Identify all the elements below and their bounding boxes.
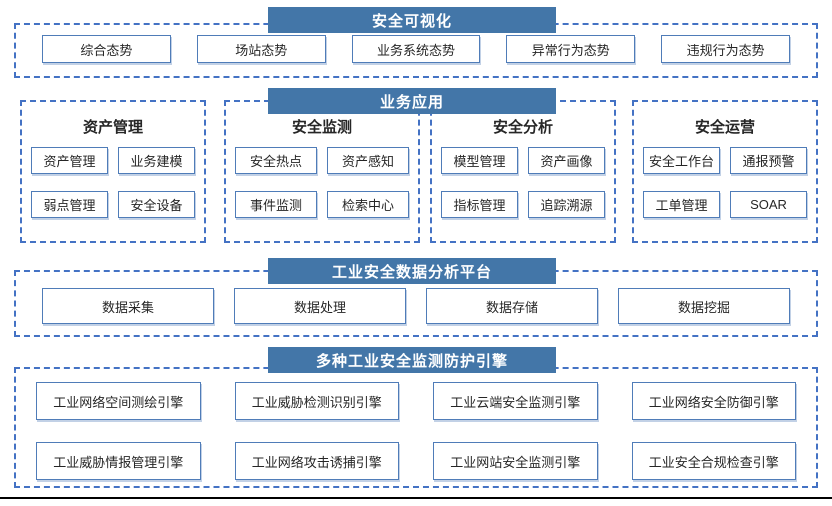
section-header-visualization: 安全可视化 [268, 7, 556, 33]
diagram-node: 模型管理 [441, 147, 518, 174]
group-nodes: 资产管理 业务建模 弱点管理 安全设备 [22, 137, 204, 218]
group-nodes: 模型管理 资产画像 指标管理 追踪溯源 [432, 137, 614, 218]
group-title: 资产管理 [82, 119, 143, 136]
diagram-node: 数据处理 [234, 288, 406, 324]
diagram-node: 资产画像 [528, 147, 605, 174]
diagram-node: 数据采集 [42, 288, 214, 324]
diagram-node: 工业网络攻击诱捕引擎 [234, 442, 399, 480]
diagram-node: 工单管理 [643, 191, 720, 218]
group-nodes: 安全热点 资产感知 事件监测 检索中心 [226, 137, 418, 218]
diagram-node: SOAR [730, 191, 807, 218]
diagram-node: 弱点管理 [31, 191, 108, 218]
diagram-node: 事件监测 [235, 191, 317, 218]
diagram-node: 工业网络空间测绘引擎 [36, 382, 201, 420]
bottom-divider [0, 497, 832, 499]
engines-container [14, 367, 818, 488]
visualization-nodes: 综合态势 场站态势 业务系统态势 异常行为态势 违规行为态势 [14, 23, 818, 78]
diagram-node: 安全热点 [235, 147, 317, 174]
diagram-node: 工业安全合规检查引擎 [631, 442, 796, 480]
section-header-engines: 多种工业安全监测防护引擎 [268, 347, 556, 373]
diagram-node: 工业威胁检测识别引擎 [234, 382, 399, 420]
diagram-node: 工业威胁情报管理引擎 [36, 442, 201, 480]
diagram-node: 安全工作台 [643, 147, 720, 174]
group-security-operations: 安全运营 安全工作台 通报预警 工单管理 SOAR [632, 100, 818, 243]
engine-nodes: 工业网络空间测绘引擎 工业威胁检测识别引擎 工业云端安全监测引擎 工业网络安全防… [14, 367, 818, 488]
group-security-analysis: 安全分析 模型管理 资产画像 指标管理 追踪溯源 [430, 100, 616, 243]
diagram-node: 工业网络安全防御引擎 [631, 382, 796, 420]
group-title: 安全分析 [492, 119, 553, 136]
diagram-node: 违规行为态势 [661, 35, 790, 63]
diagram-node: 资产感知 [327, 147, 409, 174]
section-header-data-platform: 工业安全数据分析平台 [268, 258, 556, 284]
group-title: 安全运营 [694, 119, 755, 136]
group-asset-management: 资产管理 资产管理 业务建模 弱点管理 安全设备 [20, 100, 206, 243]
diagram-node: 异常行为态势 [506, 35, 636, 63]
data-platform-nodes: 数据采集 数据处理 数据存储 数据挖掘 [14, 270, 818, 337]
diagram-node: 数据存储 [426, 288, 598, 324]
diagram-node: 工业云端安全监测引擎 [433, 382, 598, 420]
diagram-node: 通报预警 [730, 147, 807, 174]
section-header-business-apps: 业务应用 [268, 88, 556, 114]
group-nodes: 安全工作台 通报预警 工单管理 SOAR [634, 137, 816, 218]
diagram-node: 指标管理 [441, 191, 518, 218]
diagram-node: 数据挖掘 [618, 288, 790, 324]
diagram-node: 业务系统态势 [351, 35, 481, 63]
diagram-node: 综合态势 [42, 35, 171, 63]
diagram-node: 业务建模 [118, 147, 195, 174]
diagram-node: 检索中心 [327, 191, 409, 218]
diagram-node: 追踪溯源 [528, 191, 605, 218]
diagram-node: 安全设备 [118, 191, 195, 218]
diagram-node: 场站态势 [196, 35, 326, 63]
diagram-node: 工业网站安全监测引擎 [433, 442, 598, 480]
group-security-monitoring: 安全监测 安全热点 资产感知 事件监测 检索中心 [224, 100, 420, 243]
group-title: 安全监测 [291, 119, 352, 136]
diagram-node: 资产管理 [31, 147, 108, 174]
